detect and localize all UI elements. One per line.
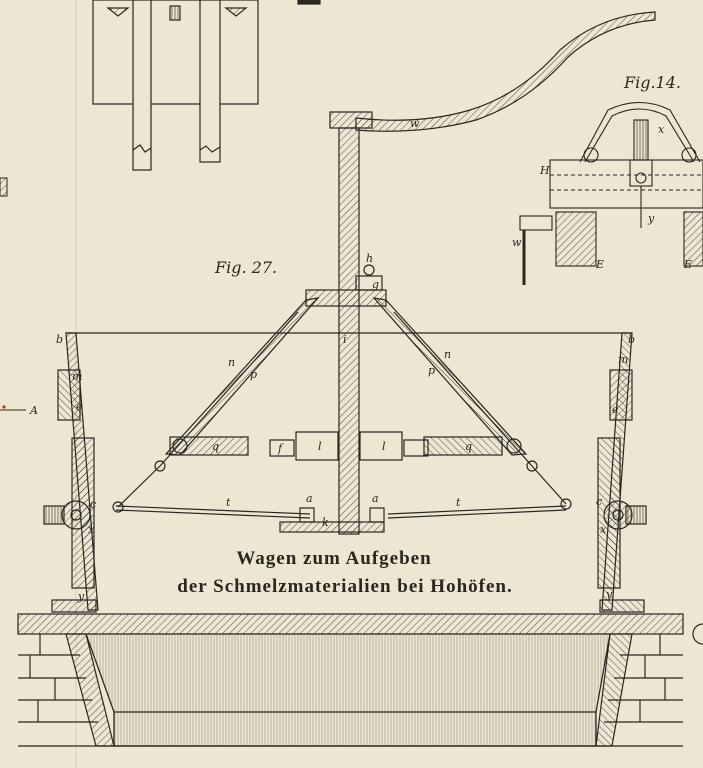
label-w-fig14: w <box>512 236 522 249</box>
figure-14: Fig.14. H x y w E E <box>512 73 703 285</box>
caption-line-1: Wagen zum Aufgeben <box>236 548 431 569</box>
label-m-right: m <box>618 353 628 366</box>
label-E-left: E <box>595 258 604 271</box>
label-y-left: y <box>77 590 85 603</box>
fig-14-label: Fig.14. <box>623 73 681 92</box>
label-A: A <box>29 404 38 417</box>
fig-27-label: Fig. 27. <box>214 258 277 277</box>
label-c-right: c <box>596 495 602 508</box>
furnace-throat <box>17 613 703 747</box>
label-e-left: e <box>76 400 83 413</box>
top-left-partial-figure <box>92 0 321 171</box>
label-q-right: q <box>465 440 472 453</box>
label-n-left: n <box>228 356 235 369</box>
label-l-left: l <box>318 440 322 453</box>
label-a-left: a <box>306 492 313 505</box>
label-i: i <box>343 333 347 346</box>
label-l-right: l <box>382 440 386 453</box>
label-c-left: c <box>90 498 96 511</box>
label-t-right: t <box>456 496 461 509</box>
label-e-right: e <box>612 403 619 416</box>
label-p-right: p <box>428 364 435 377</box>
label-H: H <box>539 164 550 177</box>
label-t-left: t <box>226 496 231 509</box>
caption-line-2: der Schmelzmaterialien bei Hohöfen. <box>177 576 512 597</box>
label-q-left: q <box>212 440 219 453</box>
caption: Wagen zum Aufgeben der Schmelzmaterialie… <box>177 548 512 597</box>
label-a-right: a <box>372 492 379 505</box>
figure-27: Fig. 27. w i h g b b m e m e x <box>43 11 656 613</box>
label-h: h <box>366 252 373 265</box>
label-E-right: E <box>683 258 692 271</box>
label-b-left: b <box>56 333 63 346</box>
label-f: f <box>277 442 284 455</box>
label-y-right: y <box>605 588 613 601</box>
left-edge-fragments: A <box>0 177 38 417</box>
label-n-right: n <box>444 348 451 361</box>
label-x-fig14: x <box>658 123 665 136</box>
label-p-left: p <box>250 368 257 381</box>
label-x-right: x <box>600 523 607 536</box>
label-y-fig14: y <box>647 212 655 225</box>
label-g: g <box>372 278 379 291</box>
label-w: w <box>410 117 420 130</box>
label-k: k <box>322 516 329 529</box>
label-x-left: x <box>88 523 95 536</box>
label-m-left: m <box>72 370 82 383</box>
